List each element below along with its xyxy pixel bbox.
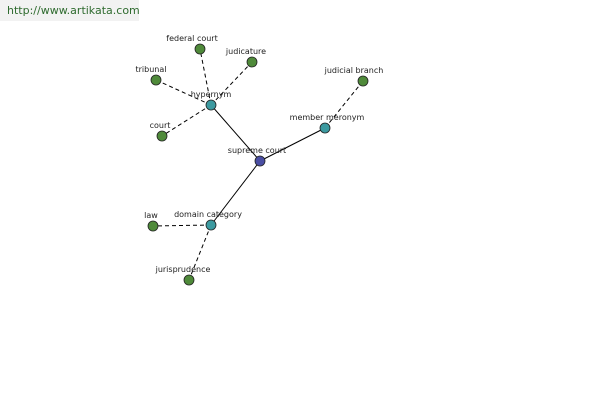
node-supreme-court[interactable] <box>254 155 266 167</box>
node-judicial-branch[interactable] <box>357 75 369 87</box>
url-text[interactable]: http://www.artikata.com <box>7 4 140 17</box>
label-federal-court: federal court <box>166 34 217 43</box>
label-law: law <box>144 211 158 220</box>
edge-hypernym-tribunal <box>155 79 212 106</box>
label-judicature: judicature <box>225 47 266 56</box>
label-supreme-court: supreme court <box>228 146 286 155</box>
node-judicature[interactable] <box>246 56 258 68</box>
node-federal-court[interactable] <box>194 43 206 55</box>
node-member-meronym[interactable] <box>319 122 331 134</box>
edge-member-meronym-judicial-branch <box>324 80 364 129</box>
node-hypernym[interactable] <box>205 99 217 111</box>
edge-domain-category-law <box>152 224 212 227</box>
node-court[interactable] <box>156 130 168 142</box>
edge-root-hypernym <box>210 104 261 162</box>
label-tribunal: tribunal <box>136 65 167 74</box>
edge-hypernym-federal-court <box>199 48 212 106</box>
node-jurisprudence[interactable] <box>183 274 195 286</box>
url-banner[interactable]: http://www.artikata.com <box>0 0 140 21</box>
edge-root-member-meronym <box>259 127 326 162</box>
edge-hypernym-court <box>161 104 212 137</box>
node-law[interactable] <box>147 220 159 232</box>
label-hypernym: hypernym <box>191 90 232 99</box>
label-domain-category: domain category <box>174 210 242 219</box>
label-court: court <box>150 121 171 130</box>
node-domain-category[interactable] <box>205 219 217 231</box>
label-judicial-branch: judicial branch <box>324 66 384 75</box>
node-tribunal[interactable] <box>150 74 162 86</box>
edge-hypernym-judicature <box>210 61 253 106</box>
edge-root-domain-category <box>210 160 261 226</box>
label-jurisprudence: jurisprudence <box>155 265 211 274</box>
label-member-meronym: member meronym <box>290 113 365 122</box>
edge-domain-category-jurisprudence <box>188 224 212 281</box>
